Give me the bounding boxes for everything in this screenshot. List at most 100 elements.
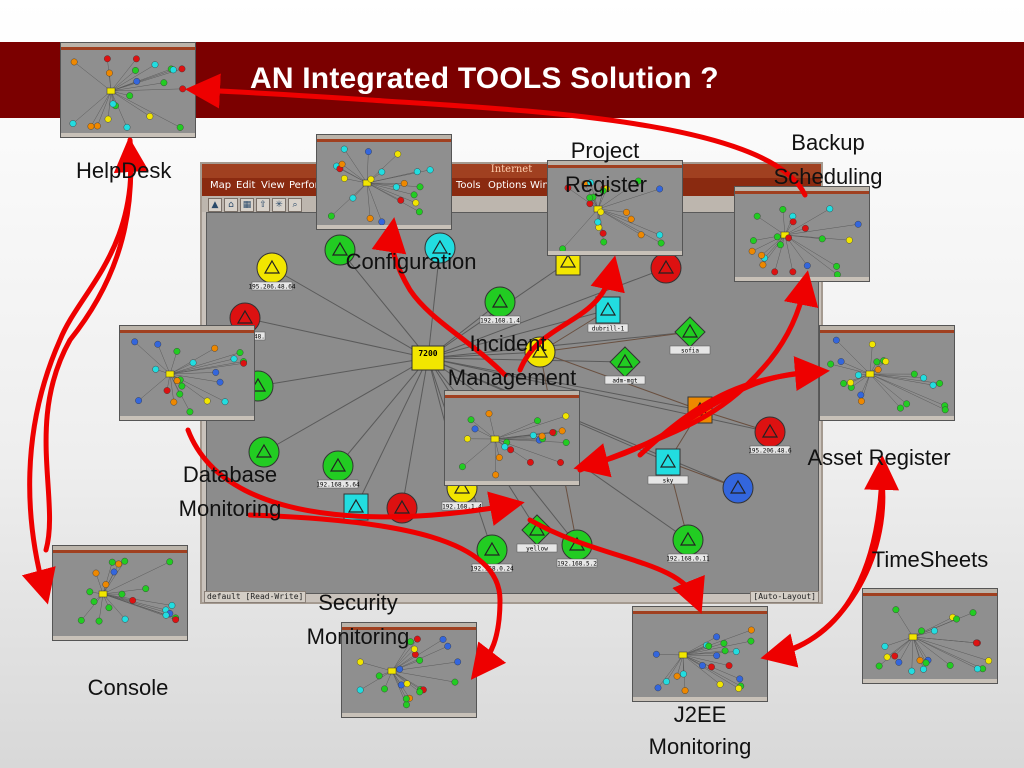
mini-node-icon (105, 604, 113, 612)
node-glyph (263, 259, 281, 274)
mini-node-icon (176, 124, 184, 131)
mini-node-icon (910, 370, 918, 378)
mini-node-icon (882, 358, 890, 365)
home-icon[interactable]: ⌂ (224, 198, 238, 212)
network-node-icon (754, 416, 786, 448)
j2ee-monitoring-thumbnail[interactable] (632, 606, 768, 702)
network-node-icon (722, 472, 754, 504)
mini-link (784, 208, 830, 236)
mini-node-icon (941, 406, 949, 414)
mini-node-icon (594, 218, 602, 226)
mini-link (110, 68, 183, 92)
mini-node-icon (681, 687, 689, 694)
mini-node-icon (708, 663, 715, 671)
console-thumbnail[interactable] (52, 545, 188, 641)
mini-node-icon (558, 427, 566, 435)
mini-node-icon (557, 459, 564, 466)
mini-node-icon (87, 122, 95, 130)
node-label: adm-mgt (612, 378, 638, 385)
mini-node-icon (403, 680, 411, 688)
mini-node-icon (396, 665, 404, 673)
mini-node-icon (920, 665, 927, 673)
mini-link (761, 234, 786, 256)
node-label: 192.168.1.4 (442, 504, 482, 511)
timesheets-thumbnail[interactable] (862, 588, 998, 684)
mini-node-icon (142, 585, 150, 593)
mini-link (134, 341, 171, 375)
node-label: 195.206.48.64 (249, 284, 296, 291)
mini-node-icon (680, 670, 687, 678)
mini-node-icon (454, 658, 462, 666)
mini-node-icon (381, 685, 388, 693)
mini-node-icon (492, 471, 500, 479)
configuration-thumbnail[interactable] (316, 134, 452, 230)
mini-node-icon (857, 391, 865, 399)
mini-node-icon (416, 656, 424, 664)
mini-link (169, 352, 241, 375)
mini-node-icon (549, 429, 557, 436)
network-node-icon (687, 396, 713, 424)
mini-node-icon (501, 443, 509, 451)
triangle-up-icon[interactable]: ▲ (208, 198, 222, 212)
database-monitoring-thumbnail[interactable] (119, 325, 255, 421)
mini-node-icon (985, 657, 993, 665)
asset-register-thumbnail[interactable] (819, 325, 955, 421)
label-configuration: Configuration (345, 249, 477, 274)
zoom-icon[interactable]: ⌕ (288, 198, 302, 212)
label-j2ee-1: J2EE (673, 702, 727, 727)
incident-management-thumbnail[interactable] (444, 390, 580, 486)
label-database-2: Monitoring (178, 496, 282, 521)
mini-link (110, 82, 164, 92)
network-node-icon (609, 346, 641, 378)
mini-router-icon (490, 435, 500, 443)
mini-link (784, 234, 838, 275)
mini-node-icon (936, 379, 944, 387)
mini-node-icon (771, 268, 779, 276)
label-timesheets: TimeSheets (871, 547, 989, 572)
mini-link (98, 593, 104, 622)
mini-node-icon (95, 617, 103, 625)
mini-link (102, 593, 170, 614)
node-label-box (647, 475, 689, 485)
mini-node-icon (656, 231, 664, 239)
mini-node-icon (837, 358, 845, 365)
label-asset-register: Asset Register (807, 445, 951, 470)
mini-node-icon (903, 400, 911, 408)
mini-node-icon (413, 168, 421, 176)
network-node-icon (322, 450, 354, 482)
mini-link (157, 344, 171, 375)
mini-router-icon (678, 651, 688, 659)
mini-node-icon (652, 650, 660, 658)
mini-node-icon (189, 359, 197, 367)
mini-node-icon (338, 160, 346, 168)
mini-link (360, 670, 393, 691)
mini-router-icon (865, 370, 875, 378)
mini-link (102, 593, 167, 616)
mini-node-icon (931, 627, 938, 635)
label-incident-2: Management (447, 365, 577, 390)
grid-icon[interactable]: ▦ (240, 198, 254, 212)
backup-scheduling-thumbnail[interactable] (734, 186, 870, 282)
mini-node-icon (397, 196, 405, 204)
node-label: 192.168.1.4 (480, 318, 520, 325)
node-glyph (559, 253, 577, 268)
mini-link (782, 209, 786, 236)
helpdesk-thumbnail[interactable] (60, 42, 196, 138)
mini-node-icon (881, 642, 889, 650)
mini-node-icon (221, 398, 229, 406)
up-arrow-icon[interactable]: ⇧ (256, 198, 270, 212)
mini-node-icon (773, 233, 781, 241)
mini-router-icon (106, 87, 116, 95)
mini-node-icon (178, 382, 186, 390)
mini-node-icon (721, 647, 729, 655)
mini-link (656, 654, 684, 656)
share-icon[interactable]: ✳ (272, 198, 286, 212)
mini-link (757, 216, 786, 236)
mini-node-icon (397, 681, 405, 689)
node-label: sky (663, 478, 674, 485)
mini-node-icon (170, 398, 178, 406)
label-backup-1: Backup (791, 130, 865, 155)
mini-node-icon (151, 61, 159, 69)
mini-node-icon (444, 642, 452, 650)
mini-node-icon (534, 417, 541, 425)
